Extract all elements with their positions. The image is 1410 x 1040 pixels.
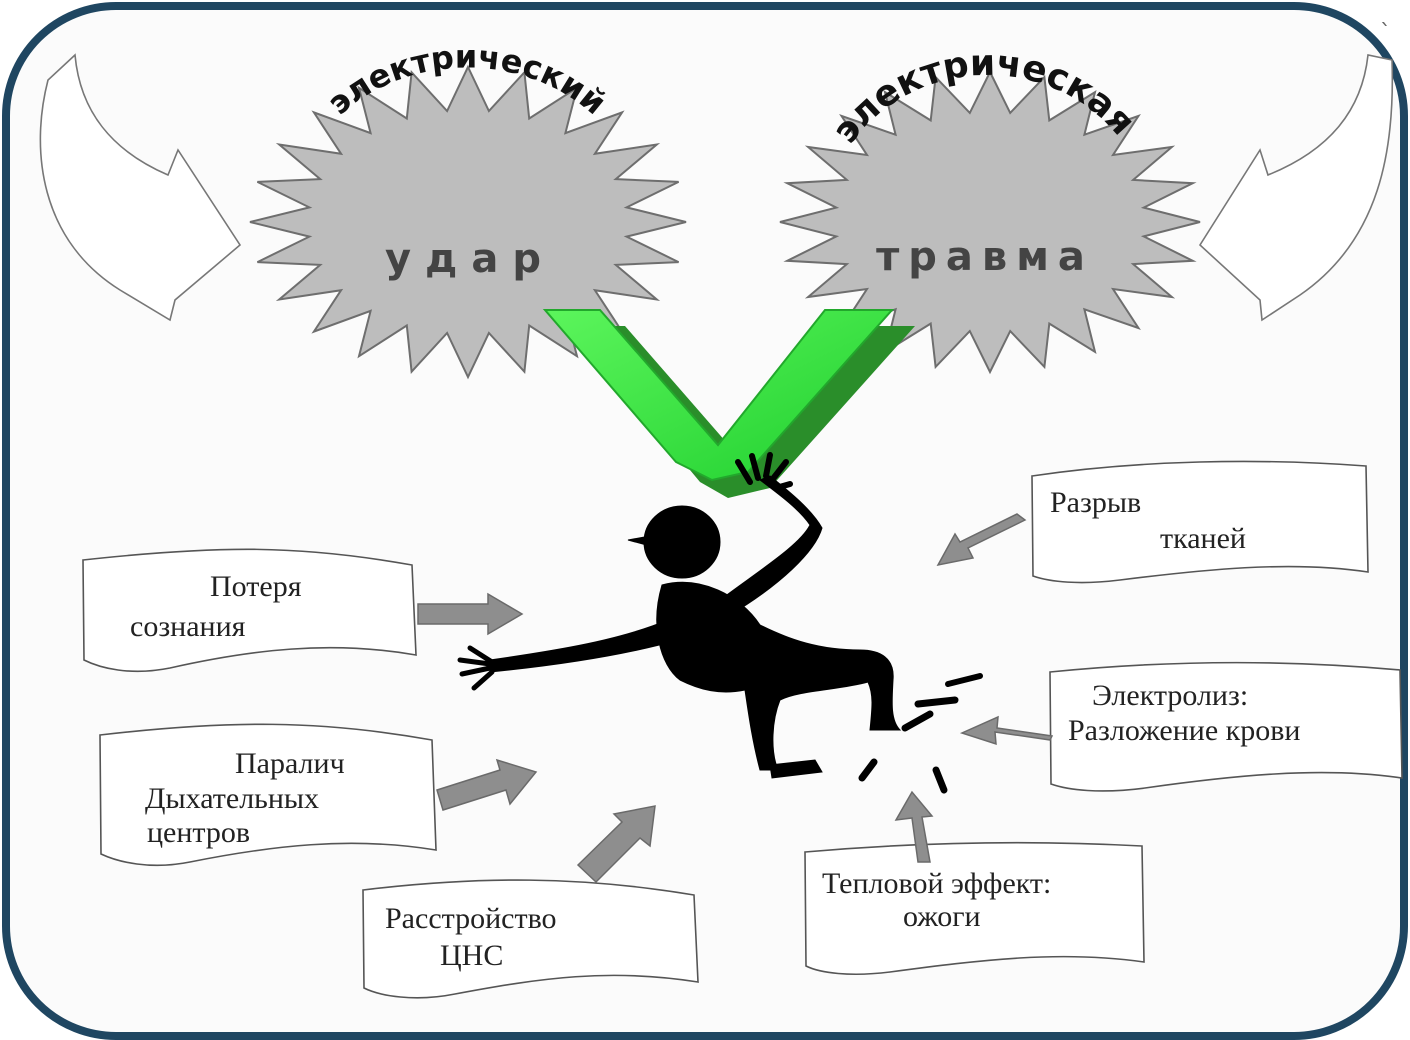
falling-person-icon: [457, 452, 983, 794]
star-electric-injury: [779, 69, 1201, 375]
doc-text-line: ожоги: [903, 900, 981, 933]
word-travma: травма: [876, 234, 1094, 280]
word-udar: удар: [385, 236, 555, 282]
doc-text-line: Электролиз:: [1092, 679, 1248, 712]
doc-text-line: тканей: [1160, 522, 1246, 555]
arrow-from-loss-of-consciousness: [417, 592, 524, 636]
left-curved-arrow: [39, 53, 242, 322]
doc-text-line: Расстройство: [385, 902, 557, 935]
doc-paralysis: Паралич Дыхательных центров: [99, 723, 437, 867]
arrow-from-paralysis: [436, 758, 538, 811]
doc-text-line: Тепловой эффект:: [822, 867, 1051, 900]
corner-mark: ˋ: [1380, 21, 1391, 46]
doc-text-line: сознания: [130, 610, 246, 643]
doc-thermal-effect: Тепловой эффект: ожоги: [804, 841, 1145, 976]
doc-cns-disorder: Расстройство ЦНС: [362, 879, 699, 999]
right-curved-arrow: [1198, 54, 1394, 322]
doc-text-line: Потеря: [210, 570, 302, 603]
doc-loss-of-consciousness: Потеря сознания: [82, 548, 417, 673]
doc-text-line: ЦНС: [440, 939, 503, 972]
arrow-from-tissue-rupture: [936, 513, 1027, 567]
doc-tissue-rupture: Разрыв тканей: [1031, 460, 1369, 584]
doc-text-line: Дыхательных: [145, 782, 319, 815]
arrow-from-cns-disorder: [576, 805, 656, 884]
green-v-arrow: [542, 309, 915, 498]
doc-electrolysis: Электролиз: Разложение крови: [1049, 661, 1403, 792]
doc-text-line: центров: [147, 816, 250, 849]
doc-text-line: Паралич: [235, 747, 345, 780]
doc-text-line: Разложение крови: [1068, 714, 1300, 747]
arrow-from-thermal-effect: [894, 790, 934, 863]
star-electric-shock: [249, 64, 687, 380]
doc-text-line: Разрыв: [1050, 486, 1141, 519]
arrow-from-electrolysis: [959, 715, 1054, 746]
